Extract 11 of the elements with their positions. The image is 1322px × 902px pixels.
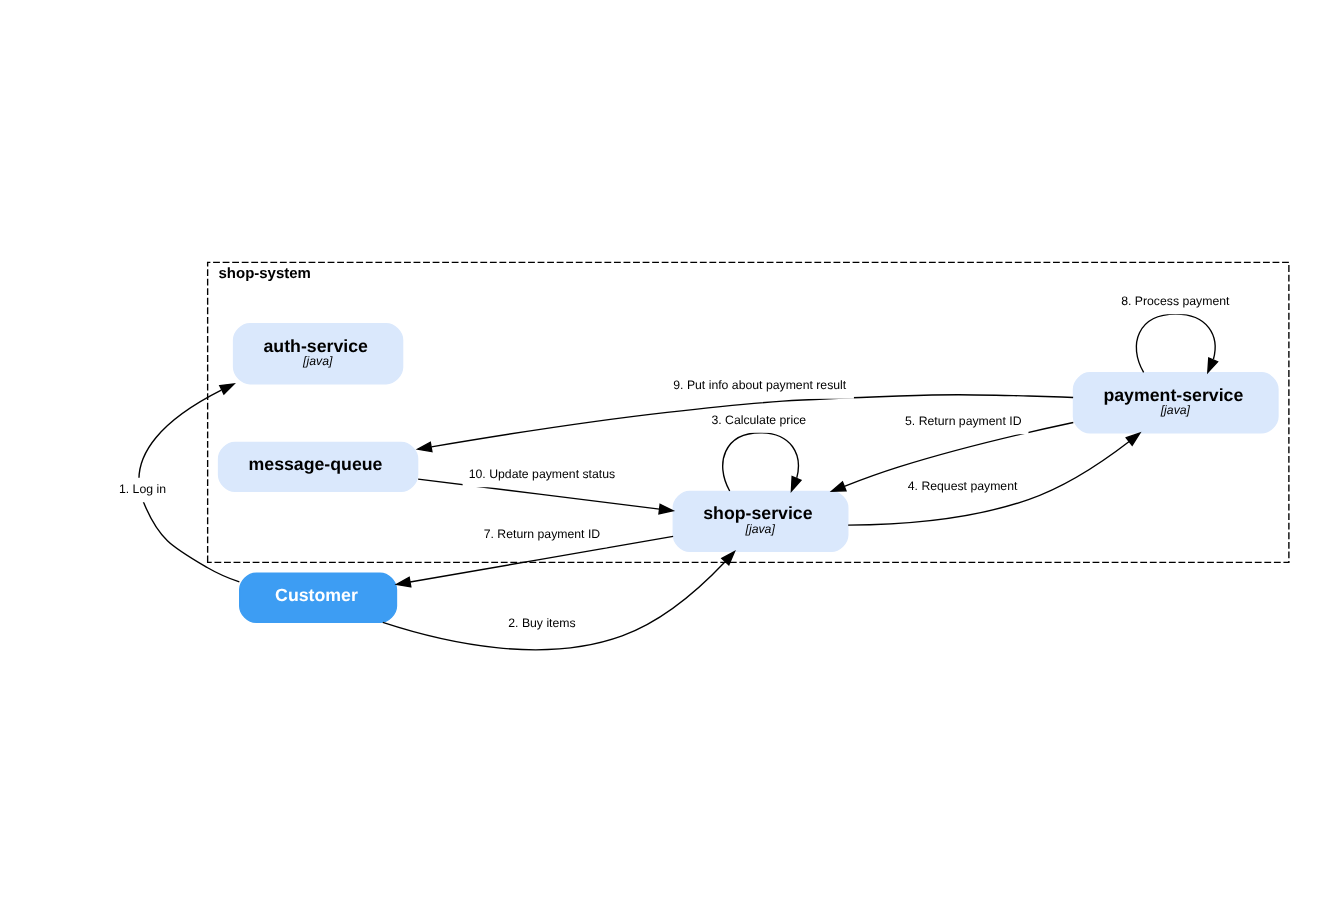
arrow xyxy=(829,421,1074,493)
arrow xyxy=(847,431,1142,526)
arrow xyxy=(382,550,736,651)
node-box: Customer xyxy=(239,572,398,623)
node-box: message-queue xyxy=(217,441,419,493)
arrow xyxy=(394,535,674,588)
arrow xyxy=(1135,313,1219,375)
arrow xyxy=(722,432,803,493)
arrow xyxy=(415,394,1074,453)
arrow xyxy=(138,383,240,583)
arrow xyxy=(417,478,676,515)
